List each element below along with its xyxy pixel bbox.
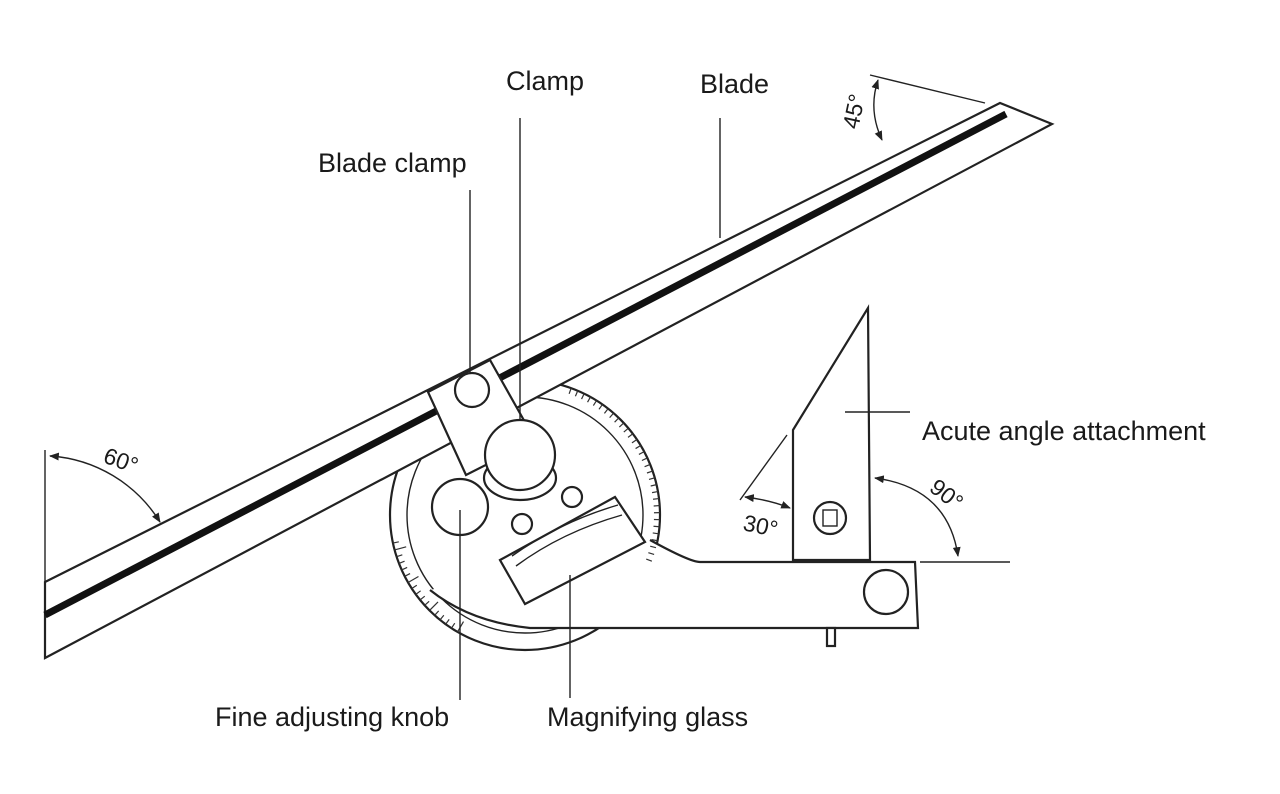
scale-tick	[401, 566, 408, 571]
attachment-screw	[812, 500, 848, 536]
scale-tick	[648, 477, 655, 481]
scale-tick	[398, 560, 405, 564]
stock-pin	[825, 626, 837, 648]
acute-angle-attachment-label: Acute angle attachment	[922, 416, 1206, 446]
scale-tick	[404, 573, 411, 577]
blade-label: Blade	[700, 69, 769, 99]
small-screw-a	[510, 512, 534, 536]
blade-part	[43, 101, 1055, 660]
scale-tick	[424, 600, 430, 606]
scale-tick	[419, 595, 426, 601]
angle-90-label: 90°	[925, 473, 968, 515]
scale-tick	[609, 412, 615, 419]
scale-tick	[592, 400, 598, 406]
scale-tick	[394, 546, 407, 551]
scale-tick	[646, 558, 653, 562]
clamp-knob-part	[482, 418, 558, 502]
scale-tick	[581, 393, 585, 400]
angle-indicators	[44, 74, 1010, 590]
stock-pivot-knob	[862, 568, 910, 616]
scale-tick	[603, 408, 609, 414]
scale-tick	[641, 457, 648, 462]
scale-tick	[415, 590, 421, 595]
scale-tick	[587, 396, 591, 403]
dial-scale	[392, 387, 660, 633]
scale-tick	[618, 422, 625, 428]
angle-45-label: 45°	[837, 92, 870, 131]
scale-tick	[652, 532, 659, 535]
scale-tick	[651, 539, 658, 542]
leader-lines	[459, 118, 910, 700]
scale-tick	[631, 439, 638, 444]
blade-clamp-label: Blade clamp	[318, 148, 467, 178]
small-screw-b	[560, 485, 584, 509]
fine-adjusting-knob-label: Fine adjusting knob	[215, 702, 449, 732]
scale-tick	[450, 622, 456, 629]
scale-tick	[623, 427, 629, 433]
scale-tick	[568, 387, 572, 394]
scale-tick	[638, 451, 645, 455]
scale-tick	[648, 552, 655, 556]
scale-tick	[644, 463, 651, 468]
scale-tick	[635, 444, 642, 450]
scale-tick	[650, 484, 657, 487]
scale-tick	[411, 584, 418, 590]
scale-tick	[434, 610, 440, 616]
scale-tick	[653, 525, 660, 528]
scale-tick	[574, 390, 579, 397]
scale-tick	[392, 541, 399, 544]
clamp-label: Clamp	[506, 66, 584, 96]
scale-tick	[652, 497, 660, 500]
acute-angle-attachment-part	[791, 304, 872, 562]
scale-tick	[651, 490, 659, 494]
angle-60-label: 60°	[100, 442, 142, 478]
scale-tick	[614, 417, 620, 423]
scale-tick	[439, 614, 445, 621]
scale-tick	[445, 619, 450, 625]
scale-tick	[407, 575, 419, 584]
scale-tick	[646, 470, 653, 474]
scale-tick	[396, 554, 403, 558]
scale-tick	[598, 404, 603, 410]
magnifying-glass-part	[498, 495, 647, 606]
angle-30-label: 30°	[741, 509, 780, 542]
magnifying-glass-label: Magnifying glass	[547, 702, 748, 732]
scale-tick	[429, 601, 439, 611]
scale-tick	[650, 545, 657, 549]
scale-tick	[627, 433, 634, 438]
